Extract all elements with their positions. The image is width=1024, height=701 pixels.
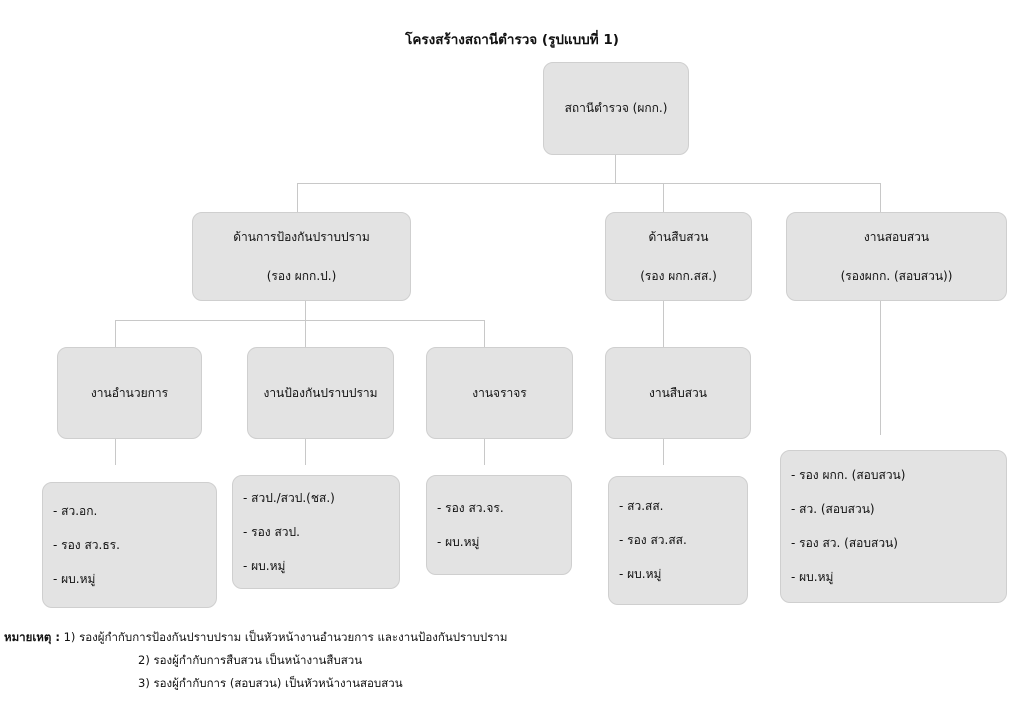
unit-label: งานสืบสวน xyxy=(648,385,707,400)
connector-line xyxy=(115,438,116,465)
staff-item: - ผบ.หมู่ xyxy=(243,558,286,573)
unit-label: งานจราจร xyxy=(472,385,527,400)
connector-line xyxy=(305,438,306,465)
unit-box-traffic: งานจราจร xyxy=(410,347,573,439)
connector-line xyxy=(115,320,116,347)
connector-line xyxy=(305,320,306,347)
staff-item: - รอง สว.ธร. xyxy=(53,537,120,552)
unit-box-investigation: งานสืบสวน xyxy=(589,347,751,439)
division-name: ด้านการป้องกันปราบปราม xyxy=(233,229,370,244)
connector-line xyxy=(663,183,664,212)
connector-line xyxy=(305,300,306,320)
note-item: 2) รองผู้กำกับการสืบสวน เป็นหน้างานสืบสว… xyxy=(138,653,363,667)
staff-item: - รอง สวป. xyxy=(243,524,300,539)
note-item: 3) รองผู้กำกับการ (สอบสวน) เป็นหัวหน้างา… xyxy=(138,676,403,690)
staff-box-investigation: - สว.สส. - รอง สว.สส. - ผบ.หมู่ xyxy=(592,476,748,605)
connector-line xyxy=(297,183,298,212)
staff-box-traffic: - รอง สว.จร. - ผบ.หมู่ xyxy=(410,475,572,575)
notes-section: หมายเหตุ : 1) รองผู้กำกับการป้องกันปราบป… xyxy=(4,626,507,695)
root-label: สถานีตำรวจ (ผกก.) xyxy=(564,101,668,115)
staff-item: - รอง สว. (สอบสวน) xyxy=(791,536,898,550)
connector-line xyxy=(663,438,664,465)
staff-item: - ผบ.หมู่ xyxy=(619,567,662,581)
staff-item: - สว.สส. xyxy=(619,499,664,513)
connector-line xyxy=(663,300,664,347)
staff-box-administration: - สว.อก. - รอง สว.ธร. - ผบ.หมู่ xyxy=(26,482,217,608)
connector-line xyxy=(880,183,881,212)
connector-line xyxy=(880,300,881,435)
root-box-police-station: สถานีตำรวจ (ผกก.) xyxy=(527,62,689,155)
connector-line xyxy=(297,183,881,184)
staff-item: - สวป./สวป.(ชส.) xyxy=(243,490,335,505)
staff-item: - รอง สว.จร. xyxy=(437,500,504,515)
staff-item: - ผบ.หมู่ xyxy=(791,570,834,584)
connector-line xyxy=(484,320,485,347)
unit-label: งานป้องกันปราบปราม xyxy=(263,385,378,400)
note-item: 1) รองผู้กำกับการป้องกันปราบปราม เป็นหัว… xyxy=(63,630,508,644)
staff-item: - รอง ผกก. (สอบสวน) xyxy=(791,468,906,482)
division-head: (รอง ผกก.สส.) xyxy=(640,268,717,283)
connector-line xyxy=(615,154,616,183)
division-box-investigation: ด้านสืบสวน (รอง ผกก.สส.) xyxy=(589,212,752,301)
staff-item: - สว.อก. xyxy=(53,503,98,518)
staff-item: - ผบ.หมู่ xyxy=(437,534,480,549)
division-box-inquiry: งานสอบสวน (รองผกก. (สอบสวน)) xyxy=(770,212,1007,301)
staff-item: - สว. (สอบสวน) xyxy=(791,502,875,516)
connector-line xyxy=(115,320,485,321)
staff-box-inquiry: - รอง ผกก. (สอบสวน) - สว. (สอบสวน) - รอง… xyxy=(764,450,1007,603)
division-box-prevention: ด้านการป้องกันปราบปราม (รอง ผกก.ป.) xyxy=(176,212,411,301)
unit-box-prevention: งานป้องกันปราบปราม xyxy=(231,347,394,439)
connector-line xyxy=(484,438,485,465)
division-name: งานสอบสวน xyxy=(863,229,930,244)
staff-box-prevention: - สวป./สวป.(ชส.) - รอง สวป. - ผบ.หมู่ xyxy=(216,475,400,589)
division-head: (รอง ผกก.ป.) xyxy=(266,268,337,283)
staff-item: - ผบ.หมู่ xyxy=(53,571,96,586)
chart-title: โครงสร้างสถานีตำรวจ (รูปแบบที่ 1) xyxy=(405,32,619,48)
unit-label: งานอำนวยการ xyxy=(90,385,169,400)
notes-label: หมายเหตุ : xyxy=(4,630,60,644)
unit-box-administration: งานอำนวยการ xyxy=(41,347,202,439)
division-name: ด้านสืบสวน xyxy=(648,229,709,244)
division-head: (รองผกก. (สอบสวน)) xyxy=(840,268,953,283)
staff-item: - รอง สว.สส. xyxy=(619,533,687,547)
